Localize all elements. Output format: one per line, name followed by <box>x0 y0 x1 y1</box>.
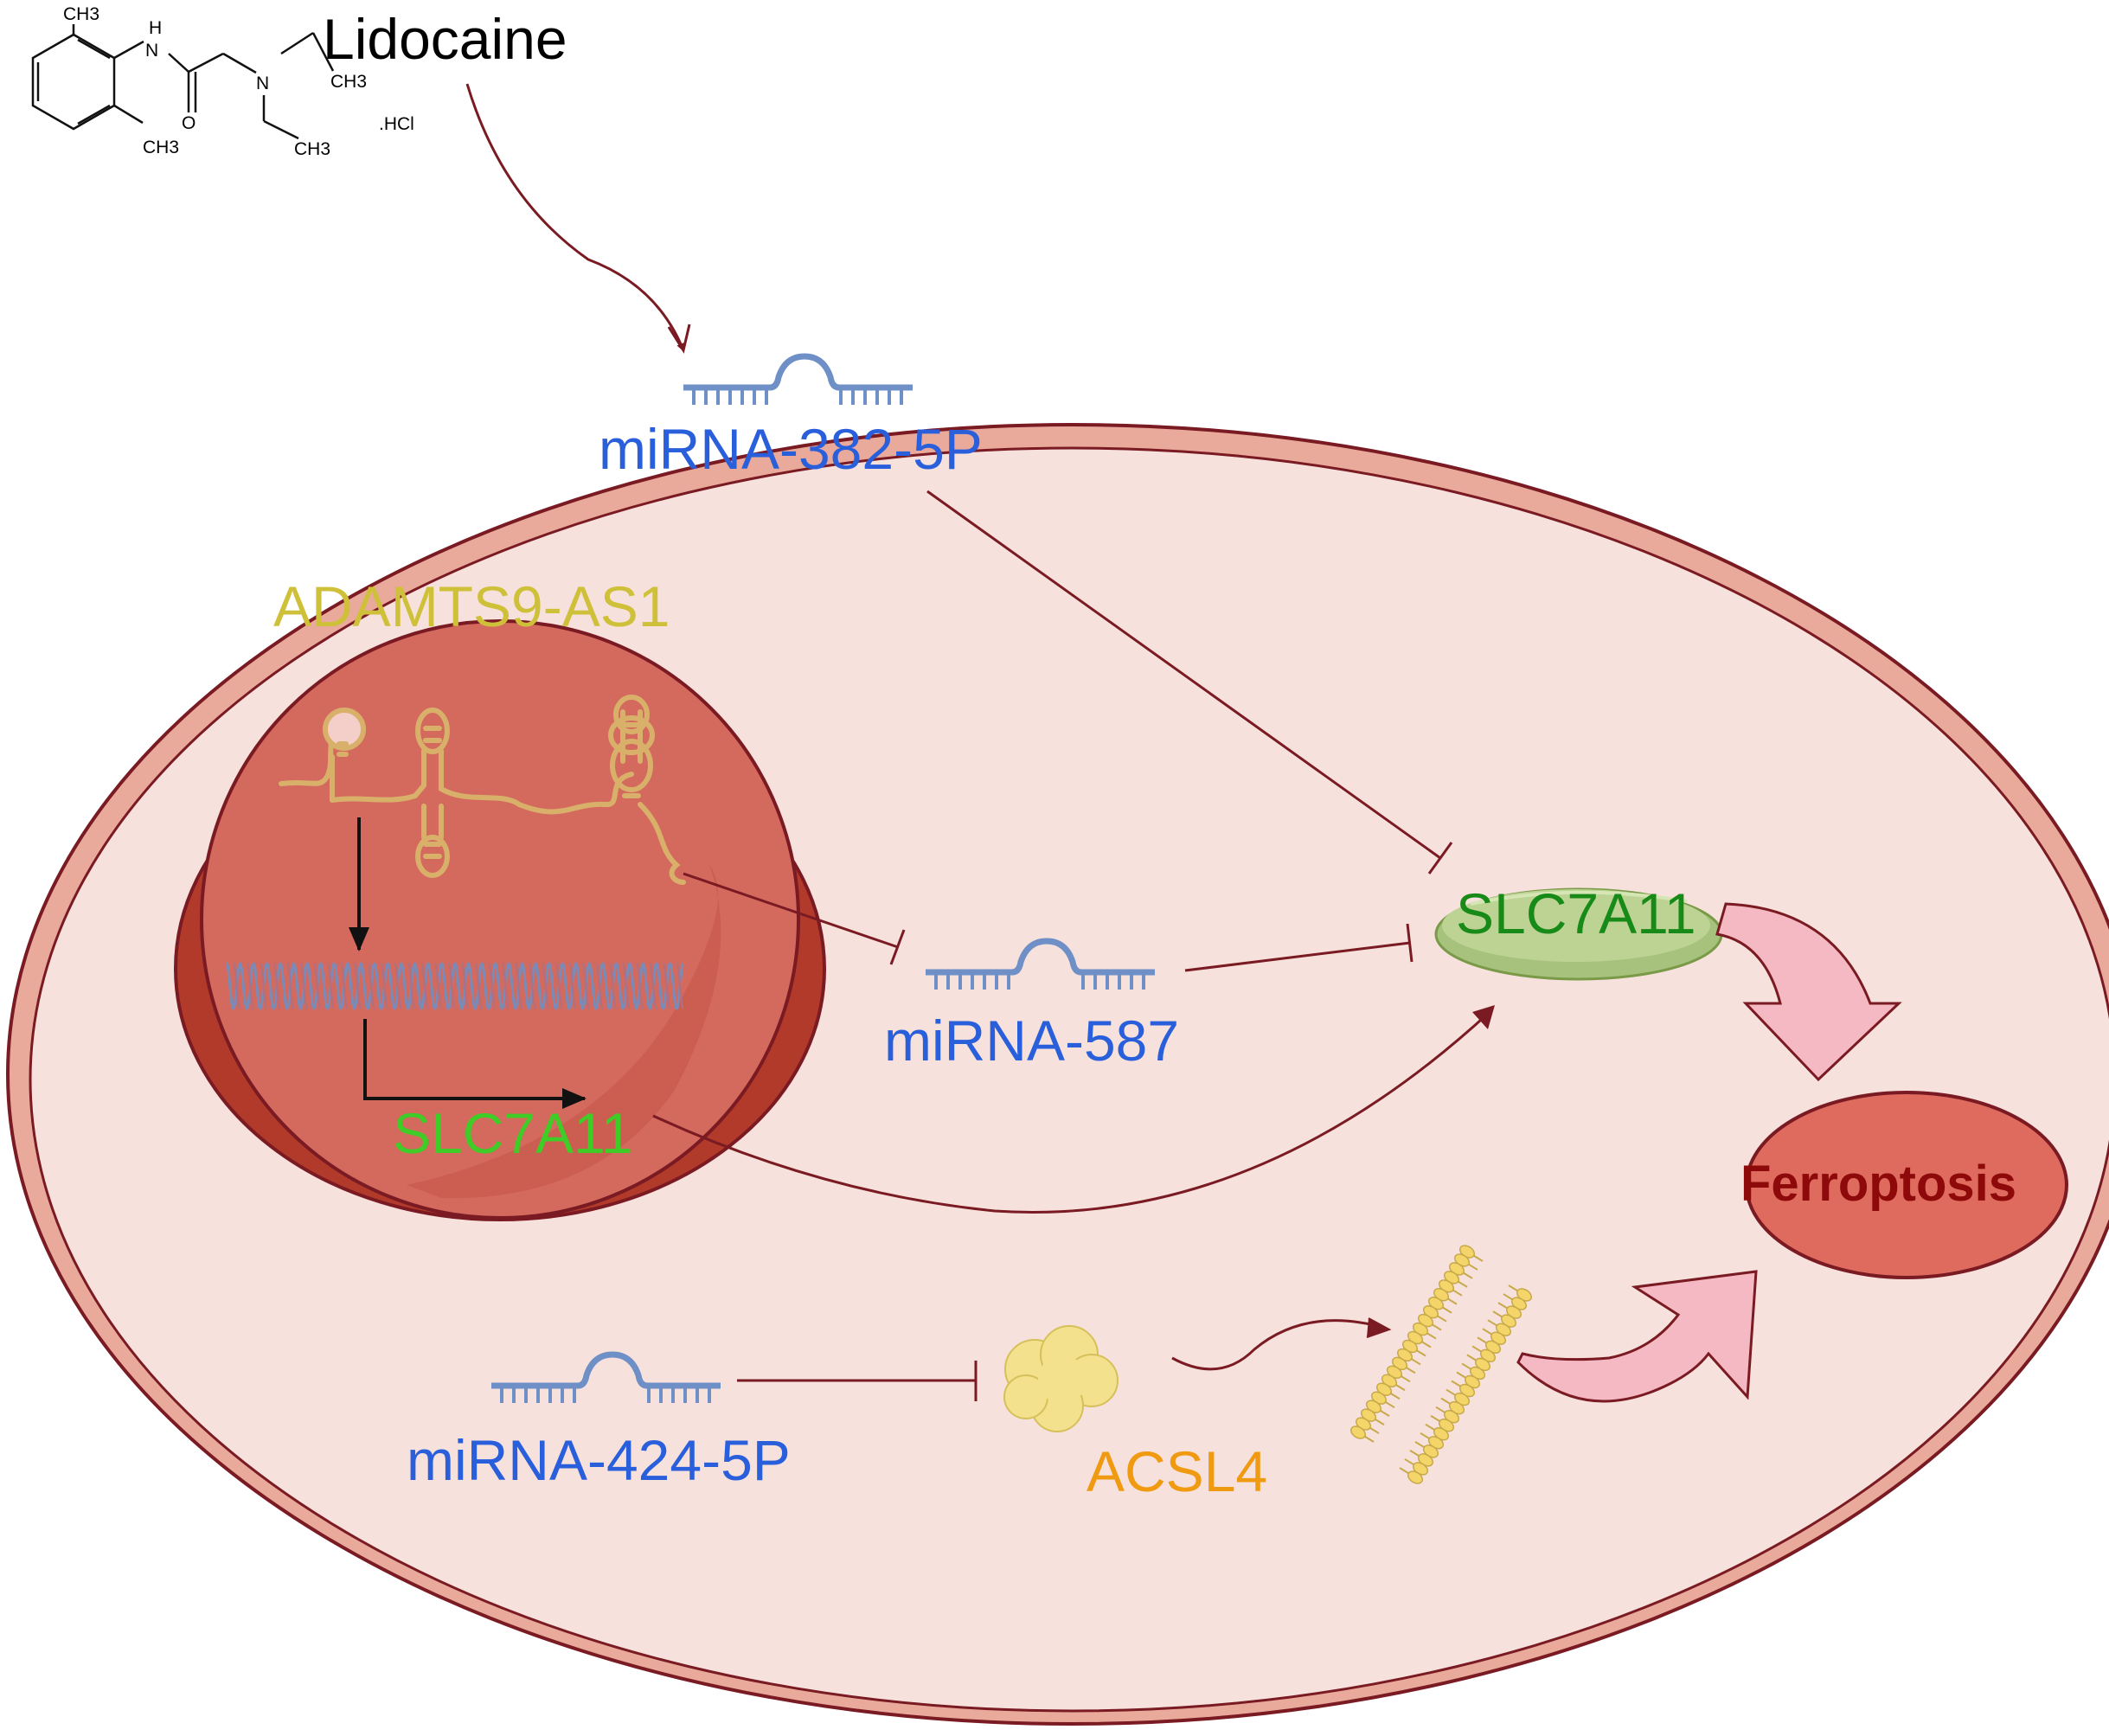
inhibit-mir382-slc7a11 <box>926 490 1453 874</box>
ferroptosis-node <box>1745 1091 2068 1279</box>
nucleus-highlight <box>407 865 721 1199</box>
transcription-arrow-right <box>363 1019 587 1109</box>
mirna-382-label: miRNA-382-5P <box>599 417 983 481</box>
chem-methyl-top: CH3 <box>63 4 100 24</box>
inhibit-mir587-slc7a11 <box>1184 923 1413 972</box>
chem-methyl-lower-right: CH3 <box>294 139 331 159</box>
slc7a11-to-ferroptosis-arrow <box>1715 902 1902 1082</box>
slc7a11-nucleus-label: SLC7A11 <box>393 1101 633 1165</box>
acsl4-to-lipid-head <box>1366 1317 1392 1338</box>
acsl4-protein <box>1003 1325 1119 1432</box>
chem-n-amide: N <box>145 41 159 61</box>
acsl4-to-lipid-arrow <box>1171 1319 1385 1371</box>
mirna-587-glyph <box>926 938 1155 990</box>
inhibit-mir424-acsl4 <box>737 1361 978 1401</box>
chem-o: O <box>182 113 196 133</box>
slc7a11-membrane-label: SLC7A11 <box>1456 881 1696 945</box>
lipid-to-ferroptosis-arrow <box>1516 1270 1758 1403</box>
dna-helix <box>225 962 685 1010</box>
chem-h: H <box>149 18 163 38</box>
mirna-424-label: miRNA-424-5P <box>407 1428 791 1492</box>
lidocaine-structure <box>31 24 335 140</box>
slc7a11-protein <box>1434 887 1723 981</box>
chem-salt: .HCl <box>379 114 414 134</box>
acsl4-label: ACSL4 <box>1087 1439 1268 1503</box>
lidocaine-arrow <box>465 83 685 352</box>
mirna-587-label: miRNA-587 <box>884 1009 1180 1073</box>
inhibit-lncrna-mir587 <box>683 872 906 965</box>
lncrna-strand <box>279 695 686 885</box>
chem-methyl-bottom: CH3 <box>143 138 180 157</box>
mirna-424-glyph <box>491 1351 721 1403</box>
lipid-bilayer <box>1349 1245 1533 1484</box>
lncrna-label: ADAMTS9-AS1 <box>273 574 670 638</box>
chem-n-amine: N <box>256 74 270 93</box>
activate-slc7a11-head <box>1472 1005 1495 1029</box>
ferroptosis-label: Ferroptosis <box>1740 1156 2017 1212</box>
mirna-382-glyph <box>683 353 913 405</box>
lidocaine-arrow-head <box>667 323 691 354</box>
lidocaine-label: Lidocaine <box>323 7 567 71</box>
chem-methyl-right: CH3 <box>330 72 368 92</box>
activate-slc7a11-translation <box>652 1010 1491 1214</box>
